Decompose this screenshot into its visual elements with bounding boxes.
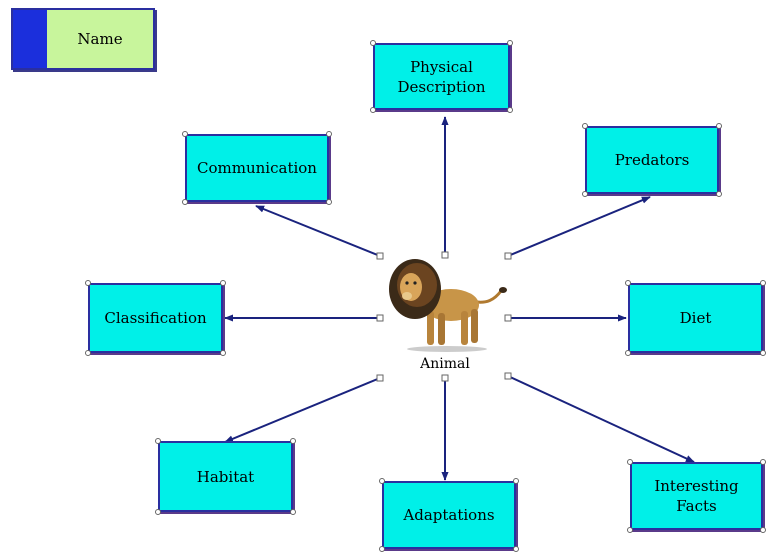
node-label: Habitat [196,467,255,486]
resize-handle[interactable] [716,123,722,129]
resize-handle[interactable] [513,478,519,484]
node-interesting-facts[interactable]: Interesting Facts [630,462,763,530]
node-predators[interactable]: Predators [585,126,719,194]
resize-handle[interactable] [85,280,91,286]
node-communication[interactable]: Communication [185,134,329,202]
node-habitat[interactable]: Habitat [158,441,293,512]
resize-handle[interactable] [582,191,588,197]
lion-icon[interactable] [383,255,509,355]
resize-handle[interactable] [85,350,91,356]
link-habitat [224,377,381,443]
node-label: Predators [614,151,690,169]
resize-handle[interactable] [290,438,296,444]
resize-handle[interactable] [760,280,766,286]
resize-handle[interactable] [760,527,766,533]
resize-handle[interactable] [507,107,513,113]
resize-handle[interactable] [507,40,513,46]
resize-handle[interactable] [220,350,226,356]
resize-handle[interactable] [370,107,376,113]
node-physical-description[interactable]: Physical Description [373,43,510,110]
resize-handle[interactable] [182,131,188,137]
resize-handle[interactable] [220,280,226,286]
resize-handle[interactable] [716,191,722,197]
resize-handle[interactable] [625,350,631,356]
name-box-stripe [13,10,47,68]
resize-handle[interactable] [582,123,588,129]
resize-handle[interactable] [370,40,376,46]
center-label: Animal [420,356,470,372]
link-predators [507,196,651,257]
resize-handle[interactable] [379,478,385,484]
resize-handle[interactable] [379,546,385,552]
resize-handle[interactable] [155,438,161,444]
node-label: Adaptations [403,506,495,524]
link-communication [255,205,381,257]
name-label: Name [77,30,123,48]
resize-handle[interactable] [326,131,332,137]
node-label: Classification [104,309,207,327]
node-label: Interesting Facts [654,477,739,515]
resize-handle[interactable] [513,546,519,552]
resize-handle[interactable] [627,459,633,465]
resize-handle[interactable] [182,199,188,205]
node-diet[interactable]: Diet [628,283,763,353]
name-box[interactable]: Name [11,8,155,70]
link-interesting-facts [507,375,695,463]
node-classification[interactable]: Classification [88,283,223,353]
resize-handle[interactable] [627,527,633,533]
node-adaptations[interactable]: Adaptations [382,481,516,549]
node-label: Communication [197,159,317,177]
resize-handle[interactable] [290,509,296,515]
resize-handle[interactable] [326,199,332,205]
node-label: Diet [679,309,712,327]
resize-handle[interactable] [625,280,631,286]
node-label: Physical Description [397,57,486,96]
resize-handle[interactable] [760,459,766,465]
resize-handle[interactable] [155,509,161,515]
resize-handle[interactable] [760,350,766,356]
